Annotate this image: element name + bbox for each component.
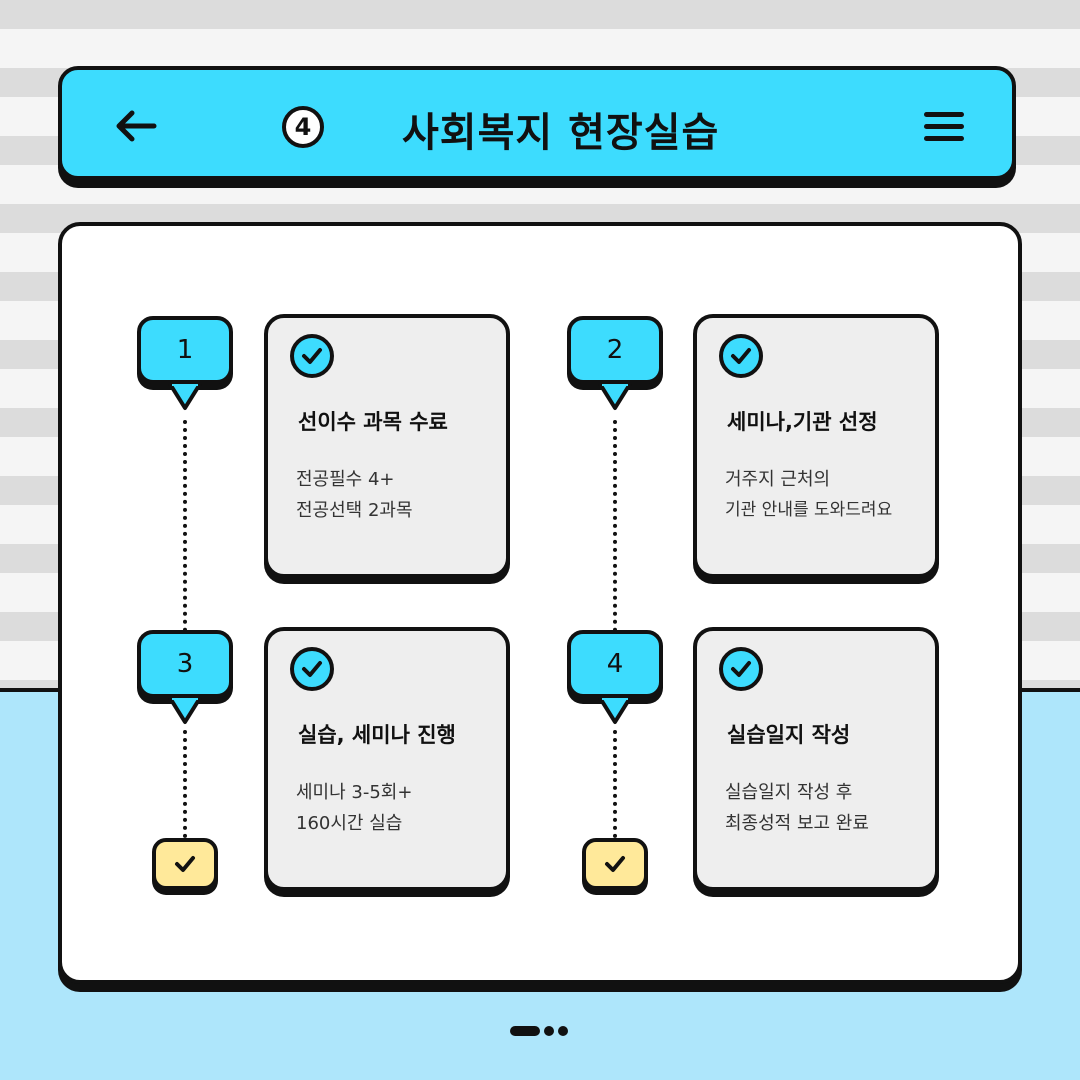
step-card-title: 세미나,기관 선정 xyxy=(727,410,878,434)
timeline-dotted-line-right-1 xyxy=(613,420,617,632)
timeline-end-check-left xyxy=(152,838,218,890)
step-card-description: 세미나 3-5회+ 160시간 실습 xyxy=(296,777,506,839)
menu-line xyxy=(924,136,964,141)
step-card-description: 실습일지 작성 후 최종성적 보고 완료 xyxy=(725,777,935,839)
step-card-desc-line: 세미나 3-5회+ xyxy=(296,782,413,803)
page-indicator-dot[interactable] xyxy=(558,1026,568,1036)
step-card-description: 전공필수 4+ 전공선택 2과목 xyxy=(296,464,506,526)
page-indicator-dot[interactable] xyxy=(544,1026,554,1036)
bubble-tail-2 xyxy=(598,384,632,410)
step-card-desc-line: 기관 안내를 도와드려요 xyxy=(725,500,893,520)
step-card-4: 실습일지 작성 실습일지 작성 후 최종성적 보고 완료 xyxy=(693,627,939,891)
step-card-2: 세미나,기관 선정 거주지 근처의 기관 안내를 도와드려요 xyxy=(693,314,939,578)
step-card-1: 선이수 과목 수료 전공필수 4+ 전공선택 2과목 xyxy=(264,314,510,578)
hamburger-menu-icon[interactable] xyxy=(924,112,964,144)
step-card-desc-line: 실습일지 작성 후 xyxy=(725,782,853,803)
step-card-desc-line: 전공필수 4+ xyxy=(296,469,395,490)
step-card-title: 선이수 과목 수료 xyxy=(298,410,448,434)
step-card-desc-line: 전공선택 2과목 xyxy=(296,500,413,521)
step-number-bubble-1: 1 xyxy=(137,316,233,384)
check-icon xyxy=(175,856,195,872)
page-indicator-active[interactable] xyxy=(510,1026,540,1036)
page-title: 사회복지 현장실습 xyxy=(402,110,720,156)
step-number-bubble-4: 4 xyxy=(567,630,663,698)
timeline-end-check-right xyxy=(582,838,648,890)
check-icon xyxy=(290,334,334,378)
bubble-tail-4 xyxy=(598,698,632,724)
step-number-bubble-3: 3 xyxy=(137,630,233,698)
step-card-3: 실습, 세미나 진행 세미나 3-5회+ 160시간 실습 xyxy=(264,627,510,891)
timeline-dotted-line-right-2 xyxy=(613,730,617,838)
check-icon xyxy=(719,334,763,378)
arrow-left-icon[interactable] xyxy=(114,108,158,144)
step-card-desc-line: 160시간 실습 xyxy=(296,813,403,834)
bubble-tail-3 xyxy=(168,698,202,724)
header-bar: 4 사회복지 현장실습 xyxy=(58,66,1016,180)
step-card-desc-line: 거주지 근처의 xyxy=(725,469,831,490)
page-indicator xyxy=(510,1025,568,1037)
check-icon xyxy=(605,856,625,872)
step-number-badge: 4 xyxy=(282,106,324,148)
menu-line xyxy=(924,124,964,129)
menu-line xyxy=(924,112,964,117)
step-card-title: 실습, 세미나 진행 xyxy=(298,723,456,747)
check-icon xyxy=(719,647,763,691)
check-icon xyxy=(290,647,334,691)
step-card-title: 실습일지 작성 xyxy=(727,723,851,747)
bubble-tail-1 xyxy=(168,384,202,410)
step-card-description: 거주지 근처의 기관 안내를 도와드려요 xyxy=(725,464,935,526)
timeline-dotted-line-left-2 xyxy=(183,730,187,838)
step-number-bubble-2: 2 xyxy=(567,316,663,384)
step-card-desc-line: 최종성적 보고 완료 xyxy=(725,813,869,834)
timeline-dotted-line-left-1 xyxy=(183,420,187,632)
